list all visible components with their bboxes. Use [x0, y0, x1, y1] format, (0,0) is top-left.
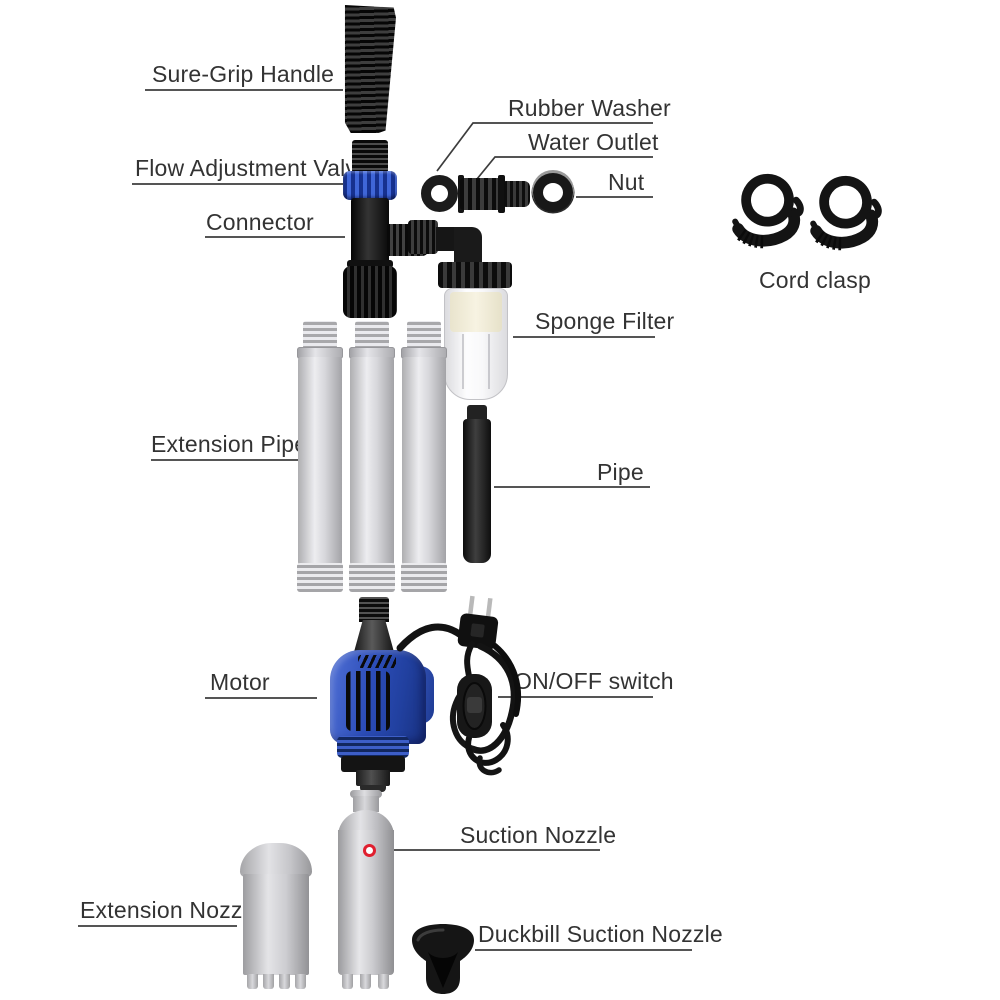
cord-loop: [492, 643, 522, 717]
suction-nozzle-lip: [350, 790, 382, 798]
motor-collar: [341, 756, 405, 772]
duckbill-suction-nozzle-illustration: [412, 924, 474, 994]
suction-nozzle-tooth: [360, 974, 371, 989]
connector-body: [351, 198, 389, 266]
label-nut: Nut: [608, 169, 645, 195]
motor-ribbed-ring: [337, 736, 409, 758]
duckbill-beak: [428, 952, 458, 988]
duckbill-highlight: [416, 928, 445, 942]
clasp-hook: [789, 196, 804, 218]
label-sure-grip-handle: Sure-Grip Handle: [152, 61, 335, 87]
clasp-foot: [810, 220, 824, 241]
power-cord-illustration: [396, 595, 522, 776]
clasp-shape: [732, 173, 804, 249]
label-on-off-switch: ON/OFF switch: [514, 668, 674, 694]
connector-band: [347, 260, 393, 268]
clasp-ring: [741, 173, 794, 227]
motor-top-vent: [358, 655, 396, 668]
plug-prong: [467, 595, 475, 619]
label-sponge-filter: Sponge Filter: [535, 308, 675, 334]
extension-pipe-collar: [297, 347, 343, 359]
label-rubber-washer: Rubber Washer: [508, 95, 671, 121]
clasp-teeth: [737, 229, 765, 249]
extension-nozzle-tooth: [247, 974, 258, 989]
extension-pipe-thread: [355, 321, 389, 349]
motor-output-shaft: [356, 770, 390, 786]
extension-pipe-collar: [401, 347, 447, 359]
filter-sponge: [450, 292, 502, 332]
clasp-teeth: [815, 231, 843, 251]
label-connector: Connector: [206, 209, 314, 235]
nut-illustration: [533, 173, 573, 212]
clasp-hook: [867, 198, 882, 220]
outlet-flange: [498, 175, 505, 213]
label-duckbill-suction-nozzle: Duckbill Suction Nozzle: [478, 921, 723, 947]
suction-nozzle-neck: [353, 796, 379, 812]
extension-pipe-collar: [349, 347, 395, 359]
label-flow-adjustment-valve: Flow Adjustment Valve: [135, 155, 371, 181]
extension-nozzle-body: [243, 874, 309, 975]
cord-strand: [464, 641, 475, 679]
label-water-outlet: Water Outlet: [528, 129, 659, 155]
pipe-body: [463, 419, 491, 563]
filter-jar-tube: [488, 334, 490, 389]
motor-threaded-shaft: [359, 597, 389, 622]
clasp-ring: [819, 175, 872, 229]
outlet-body: [460, 178, 502, 210]
clasp-jaw: [810, 209, 879, 249]
cord-strand: [396, 623, 471, 652]
extension-pipe-body: [350, 357, 394, 565]
extension-pipe-rib: [401, 563, 447, 592]
extension-pipe-body: [402, 357, 446, 565]
valve-threaded-top: [352, 140, 388, 173]
extension-nozzle-tooth: [279, 974, 290, 989]
filter-elbow-nut: [408, 220, 438, 254]
extension-nozzle-dome: [240, 843, 312, 877]
plug-detail: [470, 623, 485, 638]
clasp-jaw: [732, 207, 801, 247]
suction-nozzle-marker-dot: [363, 844, 376, 857]
extension-pipe-rib: [297, 563, 343, 592]
extension-pipe-thread: [407, 321, 441, 349]
rubber-washer-illustration: [421, 175, 458, 212]
label-suction-nozzle: Suction Nozzle: [460, 822, 617, 848]
plug-icon: [457, 595, 499, 650]
label-extension-nozzle: Extension Nozzle: [80, 897, 261, 923]
cord-loop: [465, 722, 511, 766]
filter-elbow-vertical: [454, 227, 482, 267]
extension-pipe-thread: [303, 321, 337, 349]
label-pipe: Pipe: [597, 459, 644, 485]
extension-nozzle-tooth: [295, 974, 306, 989]
cord-clasp-illustration: [732, 173, 804, 249]
pipe-neck: [467, 405, 487, 421]
extension-pipe-body: [298, 357, 342, 565]
filter-cap: [438, 262, 512, 288]
filter-jar-tube: [462, 334, 464, 389]
connector-grip: [343, 266, 397, 318]
leader-water-outlet: [476, 156, 653, 180]
motor-vent-grille: [346, 671, 390, 731]
outlet-barb: [504, 181, 530, 207]
extension-pipe-rib: [349, 563, 395, 592]
plug-prong: [485, 597, 493, 621]
label-cord-clasp: Cord clasp: [759, 267, 871, 293]
label-motor: Motor: [210, 669, 270, 695]
label-extension-pipe: Extension Pipe: [151, 431, 308, 457]
clasp-foot: [732, 218, 746, 239]
valve-blue-ring: [343, 171, 397, 200]
suction-nozzle-tooth: [378, 974, 389, 989]
cord-loop: [476, 755, 502, 776]
clasp-shape: [810, 175, 882, 251]
cord-loop: [469, 642, 518, 754]
suction-nozzle-tooth: [342, 974, 353, 989]
switch-button: [467, 697, 482, 713]
on-off-switch-illustration: [457, 674, 492, 738]
motor-output-tip: [360, 785, 386, 792]
extension-nozzle-tooth: [263, 974, 274, 989]
cord-clasp-illustration: [810, 175, 882, 251]
leader-rubber-washer: [436, 122, 653, 172]
